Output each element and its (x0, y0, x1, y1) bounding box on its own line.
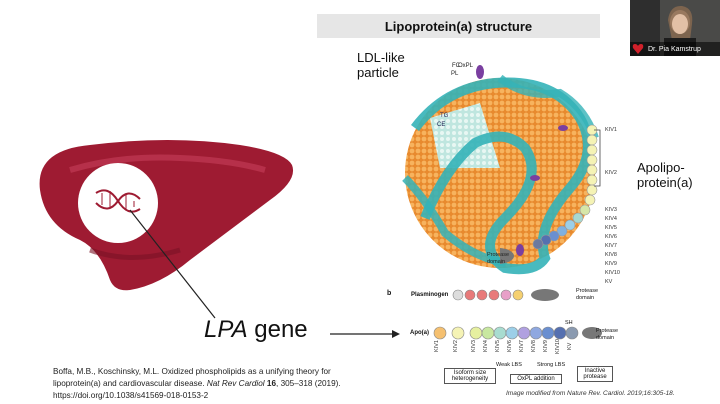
citation: Boffa, M.B., Koschinsky, M.L. Oxidized p… (53, 366, 383, 402)
kiv2-bracket (594, 129, 601, 187)
apoa-kringle-chain (500, 124, 598, 264)
ldl-label-line1: LDL-like (357, 50, 405, 65)
kringle-label-kiv3: KIV3 (605, 207, 617, 213)
citation-doi-link[interactable]: https://doi.org/10.1038/s41569-018-0153-… (53, 391, 209, 400)
apob100-label: ApoB100 (397, 229, 424, 235)
citation-line2-b: , 305–318 (2019). (276, 379, 341, 388)
kringle-label-kiv10: KIV10 (605, 270, 620, 276)
citation-volume: 16 (264, 379, 277, 388)
lpa-gene-word: gene (247, 316, 308, 343)
apoa-label-kiv5: KIV5 (495, 340, 501, 352)
apoa-linear-diagram (433, 326, 602, 340)
liver-illustration (39, 140, 294, 291)
strong-lbs-label: Strong LBS (537, 362, 566, 368)
ldl-particle-label: LDL-like particle (357, 50, 405, 80)
kringle-label-kiv8: KIV8 (605, 252, 617, 258)
ce-label: CE (437, 122, 446, 128)
weak-lbs-label: Weak LBS (496, 362, 522, 368)
citation-line2: lipoprotein(a) and cardiovascular diseas… (53, 378, 383, 390)
pl-label: PL (451, 71, 459, 77)
inactive-protease-box: Inactive protease (577, 366, 613, 382)
protease-domain-label-top: Protease domain (487, 252, 510, 265)
apolipoprotein-label: Apolipo- protein(a) (637, 160, 693, 190)
apoa-kringle-labels: KIV1 KIV2 KIV3 KIV4 KIV5 KIV6 KIV7 KIV8 … (434, 339, 594, 362)
apoa-label-kv: KV (567, 342, 573, 350)
slide-title: Lipoprotein(a) structure (317, 14, 600, 38)
lpa-particle-diagram (402, 65, 599, 275)
protease-domain-label-apoa: Protease domain (596, 328, 619, 341)
oxpl-addition-box: OxPL addition (510, 374, 562, 384)
kringle-label-kiv5: KIV5 (605, 225, 617, 231)
kringle-label-kiv2: KIV2 (605, 170, 617, 176)
ldl-label-line2: particle (357, 65, 399, 80)
dna-icon (95, 189, 141, 213)
kringle-label-kiv4: KIV4 (605, 216, 617, 222)
lpa-italic: LPA (204, 316, 248, 343)
apoa-label-kiv10: KIV10 (555, 339, 561, 354)
presenter-webcam (630, 0, 720, 56)
isoform-box: Isoform size heterogeneity (444, 368, 496, 384)
lpa-gene-label: LPA gene (204, 316, 308, 344)
plasminogen-diagram (452, 289, 559, 301)
apoa-label-kiv6: KIV6 (507, 340, 513, 352)
apoa-label-kiv9: KIV9 (543, 340, 549, 352)
plasminogen-label: Plasminogen (411, 292, 449, 298)
apoa-label-kiv2: KIV2 (453, 340, 459, 352)
apoa-label-kiv7: KIV7 (519, 340, 525, 352)
kringle-label-kiv7: KIV7 (605, 243, 617, 249)
heart-logo-icon (632, 44, 644, 54)
apoa-label-kiv1: KIV1 (434, 340, 440, 352)
panel-b-label: b (387, 290, 392, 297)
image-credit: Image modified from Nature Rev. Cardiol.… (506, 390, 675, 397)
fc-label: FC (452, 63, 460, 69)
kringle-label-kiv1: KIV1 (605, 127, 617, 133)
citation-line2-a: lipoprotein(a) and cardiovascular diseas… (53, 379, 207, 388)
kringle-label-kiv6: KIV6 (605, 234, 617, 240)
kringle-label-kv: KV (605, 279, 613, 285)
kringle-label-kiv9: KIV9 (605, 261, 617, 267)
apoa-label-kiv3: KIV3 (471, 340, 477, 352)
presenter-name-bar: Dr. Pia Kamstrup (630, 42, 720, 56)
citation-line1: Boffa, M.B., Koschinsky, M.L. Oxidized p… (53, 367, 331, 376)
protease-domain-label-plasminogen: Protease domain (576, 288, 599, 301)
tg-label: TG (440, 113, 449, 119)
oxpl-label-text: OxPL (458, 63, 474, 69)
apoa-label-kiv8: KIV8 (531, 340, 537, 352)
citation-journal: Nat Rev Cardiol (206, 379, 265, 388)
dna-circle (78, 163, 158, 243)
apoa-label: Apo(a) (410, 330, 429, 336)
slide-title-text: Lipoprotein(a) structure (384, 18, 533, 34)
oxpl-label: OxPL (458, 63, 473, 69)
apoa-label-kiv4: KIV4 (483, 340, 489, 352)
sh-label: SH (565, 320, 573, 326)
presenter-name: Dr. Pia Kamstrup (648, 45, 701, 53)
apo-label-line2: protein(a) (637, 175, 693, 190)
apo-label-line1: Apolipo- (637, 160, 685, 175)
presenter-video (630, 0, 720, 56)
